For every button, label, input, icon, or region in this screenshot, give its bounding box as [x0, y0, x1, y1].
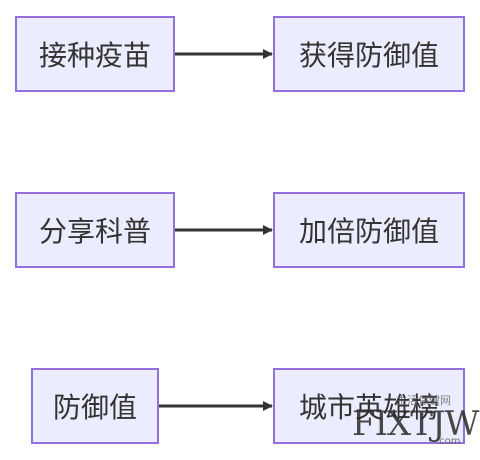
node-gain-defense-label: 获得防御值: [298, 39, 439, 72]
node-gain-defense: 获得防御值: [273, 16, 465, 92]
node-city-leaderboard: 城市英雄榜: [273, 368, 465, 444]
node-city-leaderboard-label: 城市英雄榜: [298, 391, 439, 424]
node-share-science: 分享科普: [15, 192, 175, 268]
node-defense-value: 防御值: [31, 368, 159, 444]
node-double-defense: 加倍防御值: [273, 192, 465, 268]
node-double-defense-label: 加倍防御值: [298, 215, 439, 248]
node-defense-value-label: 防御值: [52, 391, 137, 424]
node-vaccinate: 接种疫苗: [15, 16, 175, 92]
node-share-science-label: 分享科普: [38, 215, 151, 248]
node-vaccinate-label: 接种疫苗: [38, 39, 151, 72]
